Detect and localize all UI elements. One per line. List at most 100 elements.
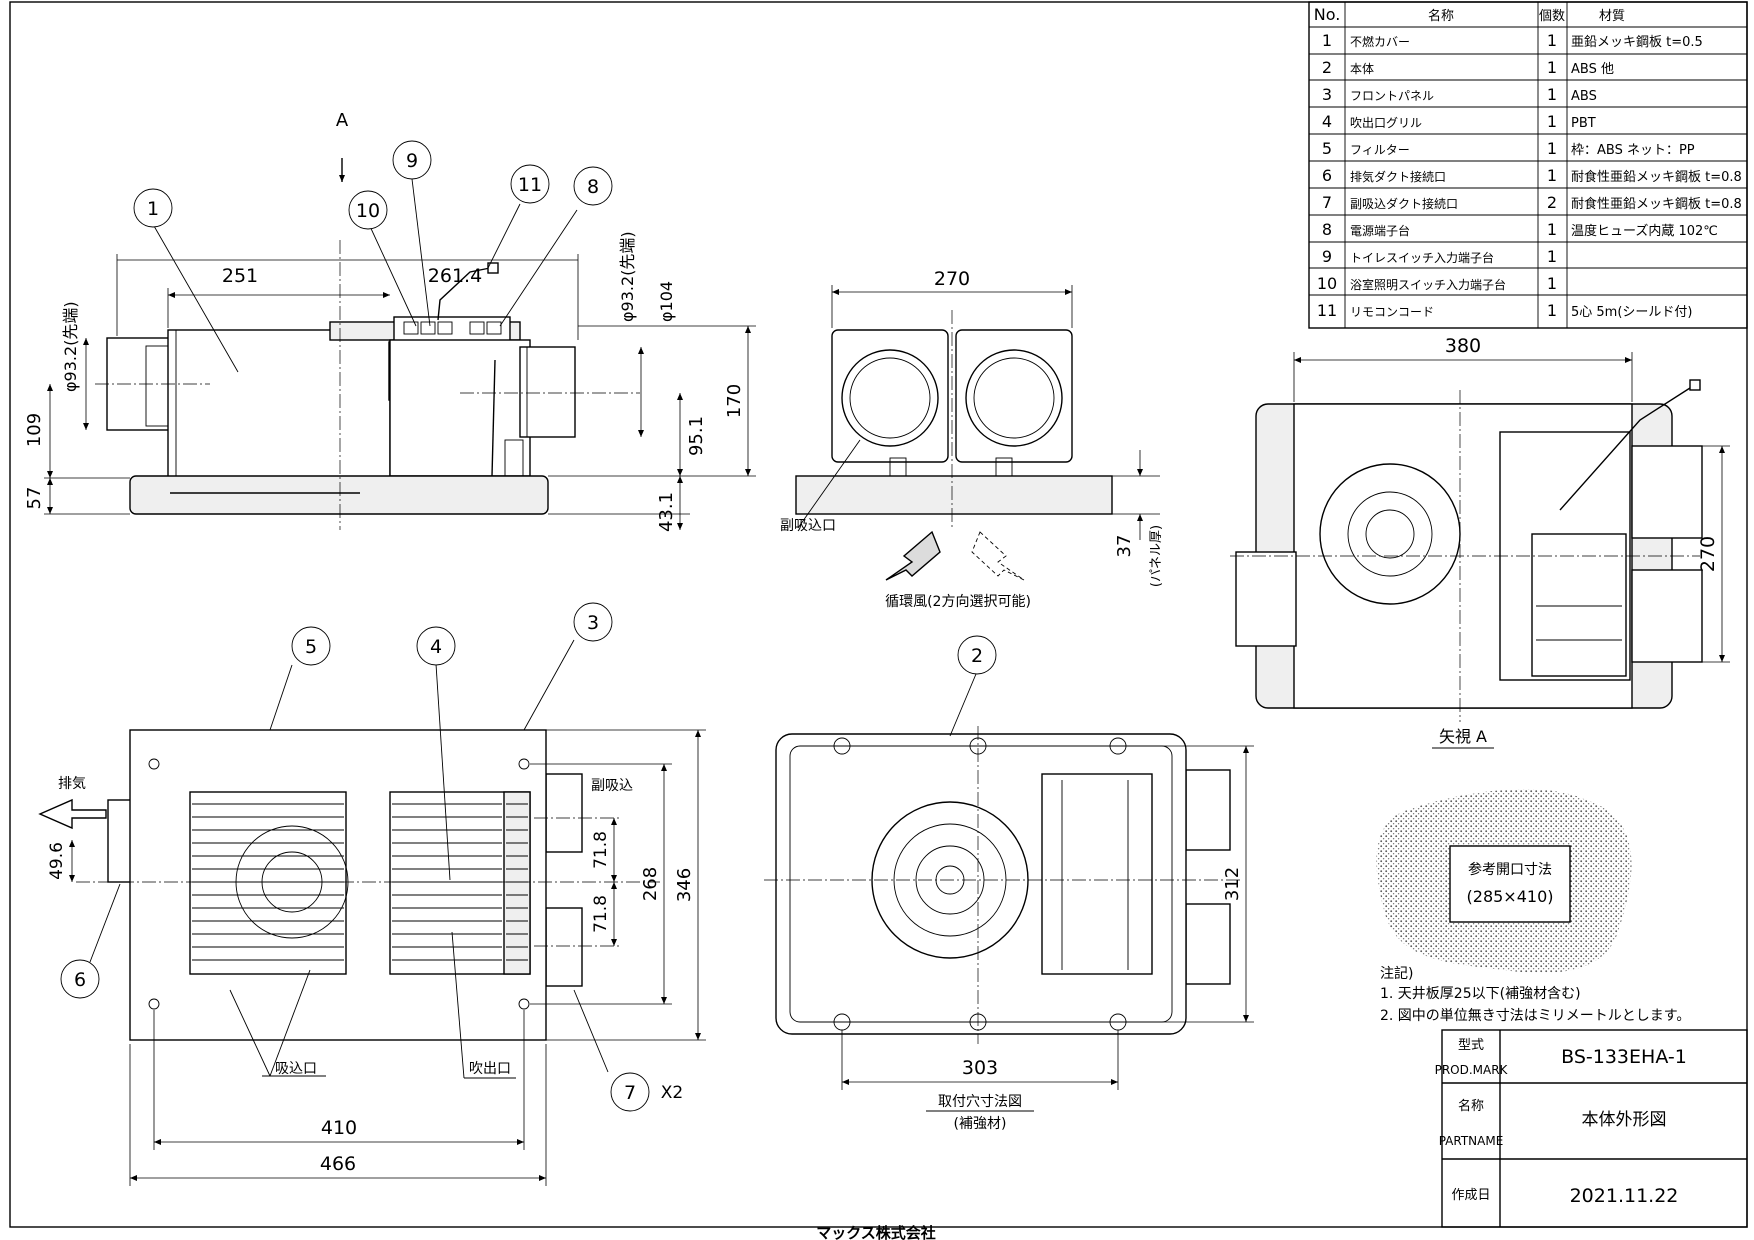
date-label: 作成日 xyxy=(1451,1188,1490,1203)
dim-109: 109 xyxy=(24,413,45,447)
parts-row-no: 3 xyxy=(1322,85,1332,104)
x2-label: X2 xyxy=(661,1083,683,1103)
parts-row-name: トイレスイッチ入力端子台 xyxy=(1350,250,1494,265)
name-value: 本体外形図 xyxy=(1582,1110,1667,1130)
parts-row-name: フロントパネル xyxy=(1350,89,1434,103)
exhaust-label: 排気 xyxy=(58,776,86,792)
parts-row-name: 排気ダクト接続口 xyxy=(1350,169,1446,184)
parts-row-material: ABS 他 xyxy=(1571,62,1614,77)
circulation-label: 循環風(2方向選択可能) xyxy=(885,594,1031,610)
callout-circle xyxy=(510,164,550,204)
dim-261: 261.4 xyxy=(428,265,482,287)
callout-number: 5 xyxy=(305,636,317,658)
parts-row-no: 6 xyxy=(1322,166,1332,185)
callout-circle xyxy=(573,166,613,206)
parts-row-name: リモコンコード xyxy=(1350,305,1434,319)
parts-row-no: 9 xyxy=(1322,247,1332,266)
parts-row-name: フィルター xyxy=(1350,143,1410,157)
parts-row-qty: 1 xyxy=(1547,112,1557,131)
parts-row-material: 耐食性亜鉛メッキ鋼板 t=0.8 xyxy=(1571,169,1742,185)
callout-number: 8 xyxy=(587,176,599,198)
dim-95: 95.1 xyxy=(686,416,707,456)
model-value: BS-133EHA-1 xyxy=(1561,1046,1687,1068)
date-value: 2021.11.22 xyxy=(1570,1185,1679,1207)
title-block: 型式 PROD.MARK BS-133EHA-1 名称 PARTNAME 本体外… xyxy=(1435,1029,1748,1228)
callout-circle xyxy=(573,602,613,642)
view-a-caption: 矢視 A xyxy=(1439,727,1487,746)
callout-circle xyxy=(416,626,456,666)
parts-row-no: 1 xyxy=(1322,31,1332,50)
top-view: 380 270 矢視 A xyxy=(1230,335,1730,749)
dim-303: 303 xyxy=(962,1057,998,1079)
parts-row-material: ABS xyxy=(1571,89,1597,104)
parts-row-no: 10 xyxy=(1317,274,1337,293)
dim-270-front: 270 xyxy=(934,268,970,290)
reference-opening: 参考開口寸法 (285×410) xyxy=(1376,789,1632,973)
parts-row-name: 吹出口グリル xyxy=(1350,116,1422,130)
dim-170: 170 xyxy=(724,384,745,418)
dim-346: 346 xyxy=(674,868,695,902)
parts-row-material: 枠：ABS ネット：PP xyxy=(1571,143,1695,158)
parts-row-no: 4 xyxy=(1322,112,1332,131)
parts-row-name: 副吸込ダクト接続口 xyxy=(1350,196,1458,211)
parts-row-qty: 1 xyxy=(1547,58,1557,77)
note-1: 1. 天井板厚25以下(補強材含む) xyxy=(1380,986,1581,1002)
company-name: マックス株式会社 xyxy=(816,1224,936,1240)
callout-circle xyxy=(291,626,331,666)
note-2: 2. 図中の単位無き寸法はミリメートルとします。 xyxy=(1380,1008,1690,1024)
dim-251: 251 xyxy=(222,265,258,287)
mount-caption: 取付穴寸法図 xyxy=(938,1094,1022,1110)
parts-row-name: 浴室照明スイッチ入力端子台 xyxy=(1350,277,1506,292)
dim-49: 49.6 xyxy=(47,842,67,880)
parts-row-no: 5 xyxy=(1322,139,1332,158)
callout-circle xyxy=(610,1072,650,1112)
dim-410: 410 xyxy=(321,1117,357,1139)
callout-number: 7 xyxy=(624,1082,636,1104)
dim-312: 312 xyxy=(1222,867,1243,901)
side-view: A 251 380 261.4 φ93.2(先端) 109 57 φ93.2(先… xyxy=(24,110,756,532)
dim-43: 43.1 xyxy=(656,492,677,532)
callout-circle xyxy=(60,959,100,999)
dim-phi104: φ104 xyxy=(657,281,676,322)
outlet-label: 吹出口 xyxy=(469,1061,511,1077)
callout-circle xyxy=(392,140,432,180)
dim-380-top: 380 xyxy=(1445,335,1481,357)
dim-phi93-right: φ93.2(先端) xyxy=(618,231,637,322)
panel-thickness-note: (パネル厚) xyxy=(1149,525,1164,587)
opening-title: 参考開口寸法 xyxy=(1468,861,1552,878)
notes-title: 注記) xyxy=(1380,965,1413,982)
table-header-no: No. xyxy=(1314,5,1341,24)
parts-row-qty: 1 xyxy=(1547,139,1557,158)
callout-circle xyxy=(348,190,388,230)
parts-row-qty: 1 xyxy=(1547,166,1557,185)
table-header-qty: 個数 xyxy=(1539,9,1565,24)
dim-466: 466 xyxy=(320,1153,356,1175)
parts-row-qty: 2 xyxy=(1547,193,1557,212)
dim-phi93-left: φ93.2(先端) xyxy=(61,301,80,392)
intake-label: 吸込口 xyxy=(275,1061,317,1077)
callout-number: 10 xyxy=(356,200,380,222)
parts-row-name: 本体 xyxy=(1350,62,1374,76)
opening-value: (285×410) xyxy=(1467,887,1554,906)
parts-row-no: 8 xyxy=(1322,220,1332,239)
model-label-jp: 型式 xyxy=(1458,1038,1484,1053)
notes: 注記) 1. 天井板厚25以下(補強材含む) 2. 図中の単位無き寸法はミリメー… xyxy=(1380,965,1690,1024)
sub-suction-label: 副吸込 xyxy=(591,778,633,794)
parts-row-qty: 1 xyxy=(1547,31,1557,50)
callout-circle xyxy=(957,635,997,675)
parts-row-qty: 1 xyxy=(1547,85,1557,104)
table-header-name: 名称 xyxy=(1428,8,1454,24)
parts-row-material: 亜鉛メッキ鋼板 t=0.5 xyxy=(1571,35,1703,50)
mount-caption-sub: (補強材) xyxy=(954,1116,1007,1132)
parts-row-qty: 1 xyxy=(1547,301,1557,320)
front-view: 270 37 (パネル厚) 副吸込口 循環風(2方向選択可能) xyxy=(780,268,1164,610)
callout-number: 3 xyxy=(587,612,599,634)
dim-71-lower: 71.8 xyxy=(591,895,611,933)
bottom-view: 排気 副吸込 49.6 71.8 71.8 268 346 410 466 吸込… xyxy=(38,729,706,1186)
callout-number: 9 xyxy=(406,150,418,172)
parts-row-material: PBT xyxy=(1571,116,1596,131)
parts-row-qty: 1 xyxy=(1547,274,1557,293)
view-a-label: A xyxy=(336,110,349,131)
